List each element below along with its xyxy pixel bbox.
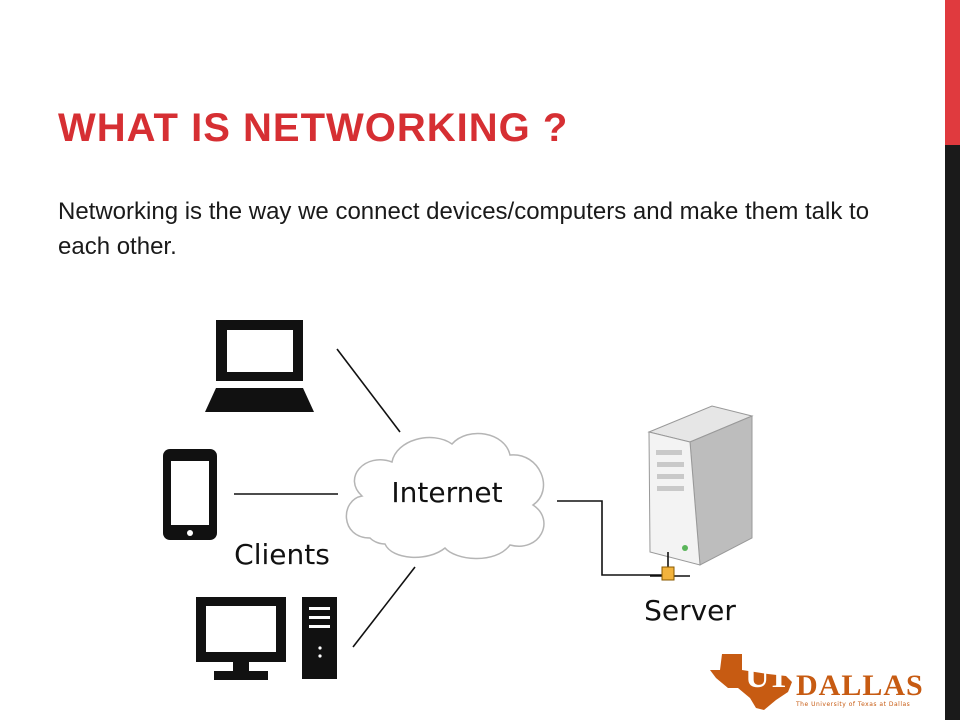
laptop-icon: [205, 320, 314, 412]
smartphone-icon: [163, 449, 217, 540]
desktop-monitor-icon: [196, 597, 286, 680]
server-label: Server: [644, 594, 736, 627]
cloud-label: Internet: [391, 476, 502, 509]
desktop-tower-icon: [302, 597, 337, 679]
line-desktop-to-internet: [353, 567, 415, 647]
logo-tagline: The University of Texas at Dallas: [796, 701, 910, 708]
logo-ut-text: UT: [745, 660, 788, 694]
logo-dallas-text: DALLAS: [796, 672, 924, 700]
accent-bar-black: [945, 145, 960, 720]
slide-body-text: Networking is the way we connect devices…: [58, 194, 878, 264]
clients-label: Clients: [234, 538, 330, 571]
line-laptop-to-internet: [337, 349, 400, 432]
ut-dallas-logo: UT DALLAS The University of Texas at Dal…: [706, 648, 930, 712]
accent-bar-red: [945, 0, 960, 145]
server-icon: [649, 406, 752, 565]
line-internet-to-server: [557, 501, 662, 575]
slide-title: WHAT IS NETWORKING ?: [58, 106, 568, 151]
